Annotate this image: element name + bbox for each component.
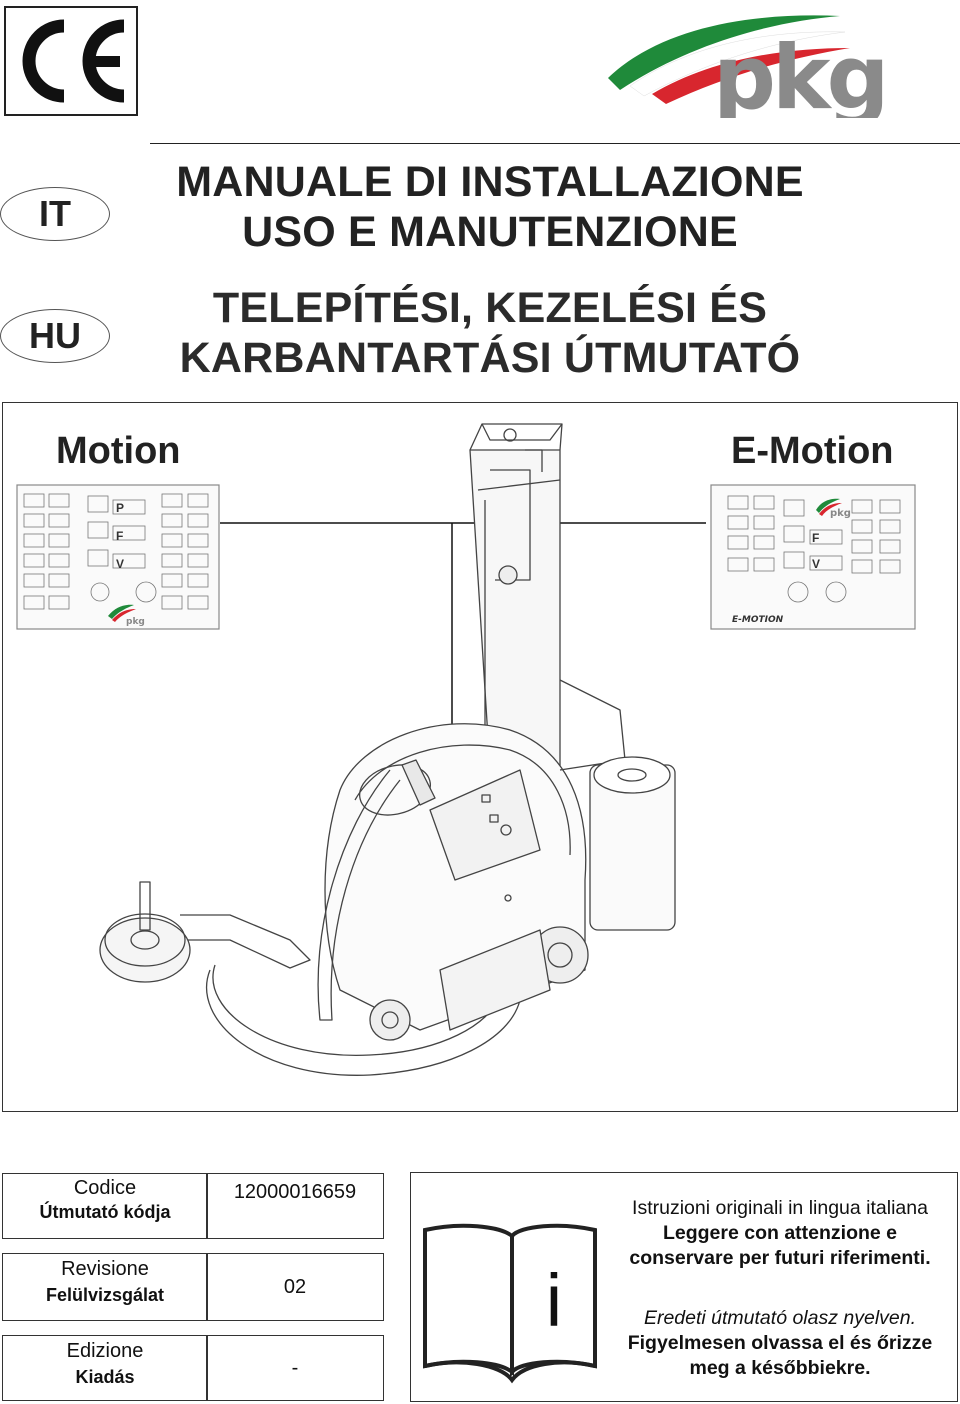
header-divider: [150, 143, 960, 144]
revision-label-it: Revisione: [61, 1258, 149, 1280]
info-it-line3: conservare per futuri riferimenti.: [629, 1247, 931, 1269]
stretch-wrapper-machine-drawing: [99, 423, 676, 1076]
code-label-hu: Útmutató kódja: [39, 1202, 171, 1222]
info-it-line1: Istruzioni originali in lingua italiana: [632, 1197, 928, 1219]
ce-mark: CE: [4, 6, 138, 116]
edition-label-hu: Kiadás: [75, 1367, 135, 1387]
title-hungarian: TELEPÍTÉSI, KEZELÉSI ÉS KARBANTARTÁSI ÚT…: [140, 283, 840, 383]
control-panel-motion: P F V pkg: [16, 484, 220, 630]
svg-text:V: V: [812, 557, 820, 571]
revision-value-cell: 02: [206, 1253, 384, 1321]
title-hu-line2: KARBANTARTÁSI ÚTMUTATÓ: [179, 334, 801, 382]
info-hu-line1: Eredeti útmutató olasz nyelven.: [643, 1307, 917, 1329]
info-hungarian: Eredeti útmutató olasz nyelven. Figyelme…: [600, 1306, 960, 1381]
pkg-logo-text: pkg: [713, 26, 886, 118]
revision-label-hu: Felülvizsgálat: [45, 1285, 165, 1305]
revision-label-cell: Revisione Felülvizsgálat: [2, 1253, 208, 1321]
panel-letter-p: P: [116, 501, 124, 515]
title-hu-line1: TELEPÍTÉSI, KEZELÉSI ÉS: [212, 284, 768, 332]
info-hu-line2: Figyelmesen olvassa el és őrizze: [627, 1332, 933, 1354]
title-italian: MANUALE DI INSTALLAZIONE USO E MANUTENZI…: [140, 157, 840, 257]
panel-letter-v: V: [116, 557, 124, 571]
instructions-info-box: [410, 1172, 958, 1402]
language-code-hu: HU: [29, 315, 81, 356]
edition-label-it: Edizione: [66, 1340, 144, 1362]
code-value: 12000016659: [233, 1180, 357, 1203]
code-label-cell: Codice Útmutató kódja: [2, 1173, 208, 1239]
info-letter-i: i: [546, 1259, 562, 1342]
info-italian: Istruzioni originali in lingua italiana …: [600, 1196, 960, 1271]
code-label-it: Codice: [73, 1177, 137, 1199]
info-hu-line3: meg a későbbiekre.: [689, 1357, 871, 1379]
edition-value-cell: -: [206, 1335, 384, 1401]
panel-footer-emotion: E-MOTION: [732, 615, 784, 625]
panel-brand-right: pkg: [830, 508, 851, 519]
machine-illustration-panel: [2, 402, 958, 1112]
code-value-cell: 12000016659: [206, 1173, 384, 1239]
language-code-it: IT: [39, 193, 71, 234]
title-it-line2: USO E MANUTENZIONE: [242, 208, 738, 256]
revision-value: 02: [283, 1275, 307, 1298]
language-badge-hu: HU: [0, 309, 110, 363]
edition-label-cell: Edizione Kiadás: [2, 1335, 208, 1401]
control-panel-emotion: F V pkg E-MOTION: [710, 484, 916, 630]
model-label-emotion: E-Motion: [731, 430, 894, 472]
open-book-info-icon: i: [423, 1223, 597, 1384]
model-label-motion: Motion: [56, 430, 181, 472]
language-badge-it: IT: [0, 187, 110, 241]
info-it-line2: Leggere con attenzione e: [662, 1222, 898, 1244]
title-it-line1: MANUALE DI INSTALLAZIONE: [176, 158, 804, 206]
edition-value: -: [291, 1356, 299, 1379]
panel-brand-left: pkg: [126, 617, 145, 627]
pkg-logo: pkg: [600, 8, 950, 129]
panel-letter-f: F: [116, 529, 123, 543]
svg-text:F: F: [812, 531, 819, 545]
